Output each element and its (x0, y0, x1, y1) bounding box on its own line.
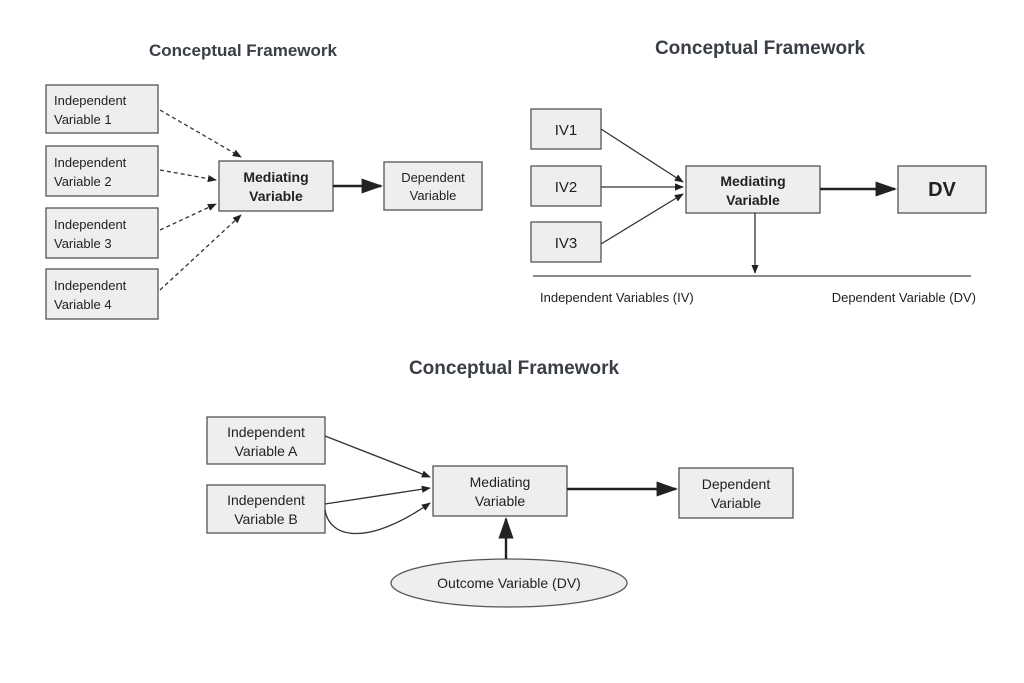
diagram-1-title: Conceptual Framework (149, 41, 338, 60)
d1-iv2-line2: Variable 2 (54, 174, 112, 189)
d3-mediator-line2: Variable (475, 493, 526, 509)
d1-iv1-box: Independent Variable 1 (45, 84, 159, 134)
diagram-1: Conceptual Framework Independent Variabl… (45, 41, 483, 320)
d2-dv-label: DV (928, 179, 956, 201)
d3-outcome-ellipse: Outcome Variable (DV) (390, 558, 628, 608)
d3-mediator-line1: Mediating (470, 474, 531, 490)
d1-iv1-line1: Independent (54, 93, 127, 108)
d1-arrow-iv3-mediator (159, 203, 217, 231)
d3-outcome-label: Outcome Variable (DV) (437, 575, 581, 591)
d2-iv3-box: IV3 (530, 221, 602, 263)
d2-axis-left-label: Independent Variables (IV) (540, 290, 694, 305)
d1-dependent-box: Dependent Variable (383, 161, 483, 211)
d2-arrow-iv1-mediator (600, 128, 684, 183)
d1-dependent-line2: Variable (410, 188, 457, 203)
diagram-2-title: Conceptual Framework (655, 38, 866, 59)
d1-iv4-line2: Variable 4 (54, 297, 112, 312)
d3-arrow-iv-a-mediator (324, 435, 431, 478)
d2-iv1-label: IV1 (555, 122, 578, 139)
d3-arrow-iv-b-mediator (324, 485, 431, 505)
d2-dv-box: DV (897, 165, 987, 214)
d1-iv3-line2: Variable 3 (54, 236, 112, 251)
d3-dependent-box: Dependent Variable (678, 467, 794, 519)
d3-dependent-line2: Variable (711, 495, 762, 511)
d3-curved-arrow-iv-b-mediator (324, 502, 431, 535)
d1-mediator-line2: Variable (249, 188, 303, 204)
d2-axis-right-label: Dependent Variable (DV) (832, 290, 976, 305)
d1-iv3-line1: Independent (54, 217, 127, 232)
d3-iv-b-line2: Variable B (234, 511, 298, 527)
d3-iv-a-line1: Independent (227, 424, 305, 440)
diagram-3-title: Conceptual Framework (409, 358, 620, 379)
d1-arrow-iv1-mediator (159, 109, 242, 158)
d3-mediator-box: Mediating Variable (432, 465, 568, 517)
d1-iv4-box: Independent Variable 4 (45, 268, 159, 320)
d2-mediator-line1: Mediating (720, 173, 785, 189)
d1-arrow-iv4-mediator (159, 214, 242, 291)
d3-dependent-line1: Dependent (702, 476, 771, 492)
d2-mediator-line2: Variable (726, 192, 780, 208)
d2-arrow-iv3-mediator (600, 193, 684, 245)
d1-iv2-line1: Independent (54, 155, 127, 170)
d1-arrow-iv2-mediator (159, 169, 217, 183)
d1-mediator-box: Mediating Variable (218, 160, 334, 212)
d1-iv4-line1: Independent (54, 278, 127, 293)
d3-iv-a-box: Independent Variable A (206, 416, 326, 465)
d2-iv1-box: IV1 (530, 108, 602, 150)
d1-mediator-line1: Mediating (243, 169, 308, 185)
d1-dependent-line1: Dependent (401, 170, 465, 185)
d3-iv-b-line1: Independent (227, 492, 305, 508)
d2-mediator-box: Mediating Variable (685, 165, 821, 214)
d3-iv-b-box: Independent Variable B (206, 484, 326, 534)
d1-iv2-box: Independent Variable 2 (45, 145, 159, 197)
d2-iv3-label: IV3 (555, 235, 578, 252)
d2-iv2-label: IV2 (555, 179, 578, 196)
diagram-2: Conceptual Framework IV1 IV2 IV3 Mediati… (530, 38, 987, 305)
diagram-3: Conceptual Framework Independent Variabl… (206, 358, 794, 608)
d2-iv2-box: IV2 (530, 165, 602, 207)
d3-iv-a-line2: Variable A (235, 443, 298, 459)
d1-iv1-line2: Variable 1 (54, 112, 112, 127)
d1-iv3-box: Independent Variable 3 (45, 207, 159, 259)
